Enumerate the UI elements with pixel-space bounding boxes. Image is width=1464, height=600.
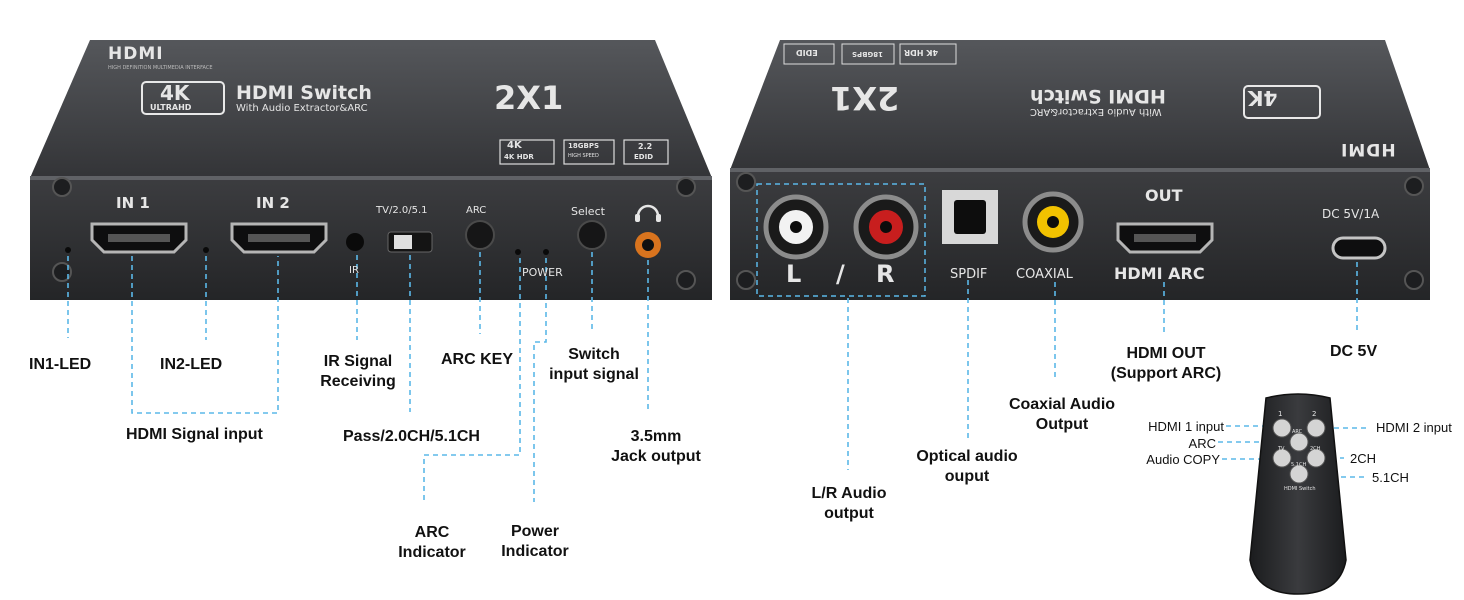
remote-key-2: 2: [1312, 410, 1317, 418]
rear-subtitle: With Audio Extractor&ARC: [1030, 106, 1162, 117]
rear-spec-18gbps: 18GBPS: [852, 50, 883, 58]
callout-pass-mode: Pass/2.0CH/5.1CH: [343, 428, 480, 445]
rear-spdif-label: SPDIF: [950, 267, 988, 282]
front-hdmi-tagline: HIGH DEFINITION MULTIMEDIA INTERFACE: [108, 65, 213, 71]
rear-hdmi-logo: HDMI: [1340, 139, 1396, 159]
remote-key-1: 1: [1278, 410, 1283, 418]
remote-callout-hdmi1: HDMI 1 input: [1148, 419, 1224, 434]
front-4k-badge: 4K: [160, 81, 190, 105]
callout-ir-signal-line1: IR Signal: [323, 353, 393, 370]
callout-lr-audio-line2: output: [824, 505, 874, 522]
power-label: POWER: [522, 266, 563, 279]
rear-device: [730, 40, 1430, 300]
rear-dc-label: DC 5V/1A: [1322, 207, 1380, 221]
rear-spec-4k: 4K HDR: [904, 48, 939, 57]
front-ultrahd-badge: ULTRAHD: [150, 103, 192, 112]
remote-callout-arc: ARC: [1188, 436, 1216, 451]
callout-arc-key: ARC KEY: [441, 351, 514, 368]
callout-hdmi-out-line2: (Support ARC): [1110, 365, 1222, 382]
select-button-label: Select: [571, 205, 605, 218]
callout-switch-input: Switch input signal: [546, 345, 642, 385]
remote-callout-audio-copy: Audio COPY: [1146, 452, 1220, 467]
callout-power-indicator-line1: Power: [510, 523, 559, 540]
callout-in1-led: IN1-LED: [29, 356, 92, 373]
callout-lr-audio: L/R Audio output: [800, 484, 898, 524]
remote-callout-51ch: 5.1CH: [1372, 470, 1409, 485]
callout-arc-indicator-line2: Indicator: [398, 544, 466, 561]
rear-title: HDMI Switch: [1030, 85, 1166, 107]
remote-callout-hdmi2: HDMI 2 input: [1376, 420, 1452, 435]
callout-hdmi-out-line1: HDMI OUT: [1126, 345, 1206, 362]
remote-key-tv: TV: [1278, 446, 1285, 452]
rear-out-label: OUT: [1145, 186, 1183, 205]
callout-leaders: [67, 252, 1370, 502]
spec-18gbps-top: 18GBPS: [568, 142, 599, 150]
front-subtitle: With Audio Extractor&ARC: [236, 103, 368, 114]
port-label-in1: IN 1: [116, 194, 150, 212]
callout-ir-signal: IR Signal Receiving: [316, 352, 400, 392]
remote-key-51: 5.1CH: [1291, 462, 1307, 468]
callout-lr-audio-line1: L/R Audio: [811, 485, 887, 502]
callout-coaxial-audio: Coaxial Audio Output: [1000, 395, 1124, 435]
remote-callout-2ch: 2CH: [1350, 451, 1377, 466]
spec-4k-bottom: 4K HDR: [504, 153, 534, 161]
callout-ir-signal-line2: Receiving: [320, 373, 396, 390]
spec-18gbps-bottom: HIGH SPEED: [568, 153, 599, 159]
rear-4k-badge: 4K: [1248, 86, 1278, 110]
callout-switch-input-line1: Switch: [568, 346, 620, 363]
callout-jack-output: 3.5mm Jack output: [604, 427, 708, 467]
spec-edid-top: 2.2: [638, 142, 653, 151]
callout-optical-audio-line2: ouput: [944, 468, 990, 485]
rear-spec-edid: EDID: [796, 48, 818, 57]
callout-coaxial-audio-line1: Coaxial Audio: [1008, 396, 1116, 413]
rear-label-l: L: [786, 260, 802, 288]
front-hdmi-logo: HDMI: [108, 44, 164, 64]
callout-coaxial-audio-line2: Output: [1035, 416, 1089, 433]
remote-brand: HDMI Switch: [1284, 486, 1316, 492]
rear-label-slash: /: [836, 260, 845, 288]
callout-jack-output-line2: Jack output: [611, 448, 701, 465]
front-model: 2X1: [494, 79, 564, 117]
spec-edid-bottom: EDID: [634, 153, 654, 161]
rear-label-r: R: [876, 260, 895, 288]
callout-arc-indicator: ARC Indicator: [393, 523, 471, 563]
arc-button-label: ARC: [466, 205, 487, 216]
callout-arc-indicator-line1: ARC: [414, 524, 450, 541]
spec-4k-top: 4K: [507, 140, 522, 151]
port-label-in2: IN 2: [256, 194, 290, 212]
callout-power-indicator: Power Indicator: [496, 522, 574, 562]
rear-hdmi-arc-label: HDMI ARC: [1114, 264, 1205, 283]
callout-jack-output-line1: 3.5mm: [630, 428, 682, 445]
mode-switch-label: TV/2.0/5.1: [376, 205, 428, 216]
callout-optical-audio-line1: Optical audio: [916, 448, 1018, 465]
remote-key-arc: ARC: [1292, 429, 1303, 435]
callout-dc-5v: DC 5V: [1330, 343, 1378, 360]
front-device: [30, 40, 712, 300]
front-title: HDMI Switch: [236, 82, 372, 104]
callout-power-indicator-line2: Indicator: [501, 543, 569, 560]
callout-optical-audio: Optical audio ouput: [905, 447, 1029, 487]
callout-in2-led: IN2-LED: [160, 356, 223, 373]
remote-key-2ch: 2CH: [1310, 446, 1321, 452]
remote-control: [1249, 393, 1347, 595]
rear-coaxial-label: COAXIAL: [1016, 267, 1073, 282]
callout-hdmi-out: HDMI OUT (Support ARC): [1100, 344, 1232, 384]
callout-switch-input-line2: input signal: [549, 366, 639, 383]
ir-label: IR: [349, 265, 359, 276]
rear-model: 2X1: [830, 79, 900, 117]
callout-hdmi-signal-input: HDMI Signal input: [126, 426, 263, 443]
